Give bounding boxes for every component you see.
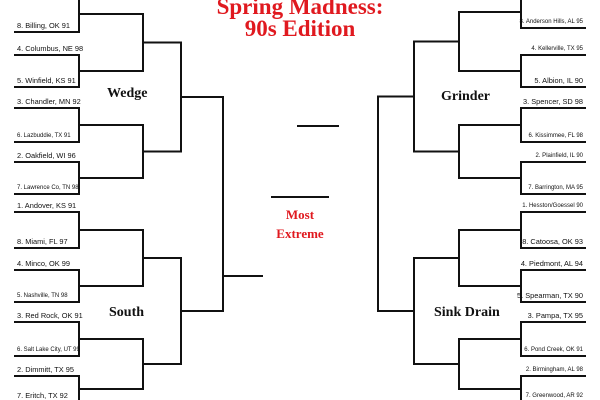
team-label: 3. Pampa, TX 95: [527, 311, 583, 320]
team-label: 4. Columbus, NE 98: [17, 44, 84, 53]
team-label: 2. Plainfield, IL 90: [535, 153, 583, 159]
team-label: 2. Birmingham, AL 98: [525, 367, 583, 373]
page-title-line-2: 90s Edition: [244, 16, 356, 41]
team-label: 4. Minco, OK 99: [17, 259, 70, 268]
region-sink-drain-label: Sink Drain: [434, 305, 500, 320]
final-label-extreme: Extreme: [276, 226, 324, 241]
team-label: 5. Spearman, TX 90: [516, 291, 583, 300]
team-label: 5. Winfield, KS 91: [17, 76, 76, 85]
region-wedge-label: Wedge: [107, 86, 148, 101]
team-label: 5. Nashville, TN 98: [17, 293, 68, 299]
team-label: 2. Oakfield, WI 96: [17, 151, 76, 160]
team-label: 6. Kissimmee, FL 98: [528, 133, 583, 139]
team-label: 4. Kellerville, TX 95: [531, 46, 583, 52]
team-label: 7. Greenwood, AR 92: [525, 393, 583, 399]
team-label: 8. Billing, OK 91: [17, 21, 70, 30]
team-label: 7. Barrington, MA 95: [528, 185, 583, 191]
team-label: 8. Anderson Hills, AL 95: [519, 19, 583, 25]
team-label: 8. Catoosa, OK 93: [522, 237, 583, 246]
team-label: 5. Albion, IL 90: [534, 76, 583, 85]
team-label: 3. Chandler, MN 92: [17, 97, 81, 106]
team-label: 2. Dimmitt, TX 95: [17, 365, 74, 374]
final-label-most: Most: [285, 207, 315, 222]
page-title-line-1: Spring Madness:: [216, 0, 384, 19]
region-south-label: South: [109, 305, 145, 320]
region-grinder-label: Grinder: [441, 89, 490, 104]
team-label: 4. Piedmont, AL 94: [520, 259, 583, 268]
team-label: 6. Salt Lake City, UT 99: [17, 347, 80, 353]
team-label: 8. Miami, FL 97: [17, 237, 68, 246]
team-label: 3. Spencer, SD 98: [523, 97, 583, 106]
team-label: 1. Andover, KS 91: [17, 201, 77, 210]
team-label: 7. Lawrence Co, TN 98: [17, 185, 79, 191]
team-label: 6. Pond Creek, OK 91: [524, 347, 583, 353]
team-label: 6. Lazbuddie, TX 91: [17, 133, 71, 139]
team-label: 1. Hesston/Goessel 90: [522, 203, 583, 209]
team-label: 7. Eritch, TX 92: [17, 391, 68, 400]
team-label: 3. Red Rock, OK 91: [17, 311, 83, 320]
